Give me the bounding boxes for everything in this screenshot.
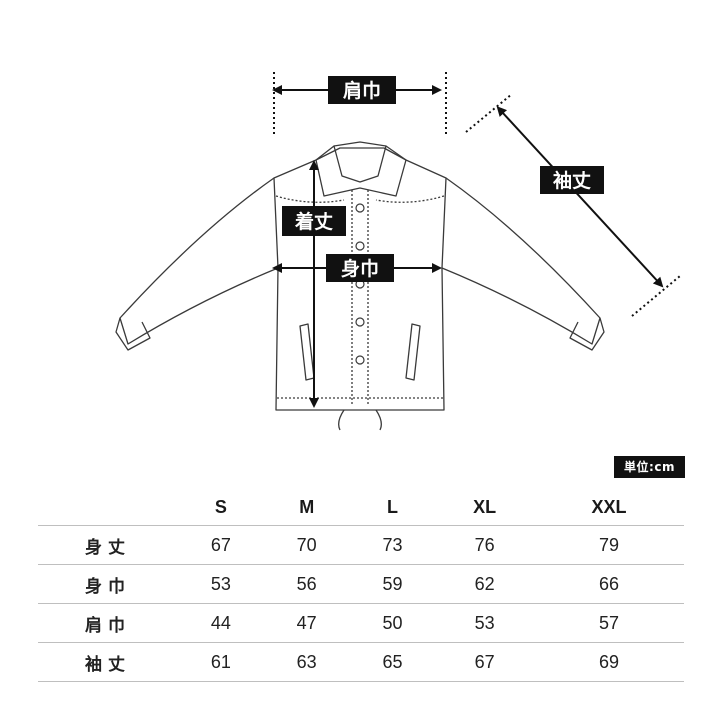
table-cell: 50 [349,603,436,643]
button [355,203,365,213]
pocket-left [299,323,315,381]
size-header: S [178,489,264,526]
table-cell: 47 [263,603,350,643]
label-box [282,206,346,236]
row-label: 身丈 [38,525,178,565]
label-box [328,76,396,104]
right-sleeve [441,177,601,345]
table-cell: 69 [533,642,684,682]
row-label: 袖丈 [38,642,178,682]
table-cell: 53 [435,603,534,643]
table-cell: 53 [178,564,264,604]
body-length-measure: 着丈 [282,160,346,408]
yoke-stitch-left [275,195,345,203]
table-cell: 63 [263,642,350,682]
table-cell: 62 [435,564,534,604]
body-width-measure: 身巾 [272,254,442,282]
shoulder-width-label: 肩巾 [343,79,381,102]
table-cell: 76 [435,525,534,565]
header-corner [38,489,178,526]
row-label: 身巾 [38,564,178,604]
size-header: XXL [533,489,684,526]
table-cell: 59 [349,564,436,604]
buttons [355,203,365,365]
table-row: 肩巾 44 47 50 53 57 [38,603,684,643]
left-sleeve [119,177,279,345]
table-cell: 61 [178,642,264,682]
sleeve-arrow [496,106,664,288]
table-cell: 65 [349,642,436,682]
label-box [326,254,394,282]
left-cuff [115,317,151,351]
collar-top [333,141,387,147]
table-cell: 44 [178,603,264,643]
yoke-stitch-right [375,195,445,203]
body-length-label: 着丈 [295,210,333,233]
button [355,355,365,365]
jacket-measurement-diagram: 肩巾 袖丈 着丈 身巾 [115,72,681,431]
table-cell: 57 [533,603,684,643]
table-cell: 66 [533,564,684,604]
sleeve-length-measure: 袖丈 [465,93,681,317]
table-cell: 67 [178,525,264,565]
table-cell: 70 [263,525,350,565]
size-table: S M L XL XXL 身丈 67 70 73 76 79 身巾 53 56 … [38,489,684,682]
table-row: 身巾 53 56 59 62 66 [38,564,684,604]
row-label: 肩巾 [38,603,178,643]
sleeve-length-label: 袖丈 [553,169,591,192]
body-width-label: 身巾 [341,257,379,280]
placket-stitch [351,190,369,404]
button [355,241,365,251]
shoulder-width-measure: 肩巾 [272,72,447,134]
table-row: 袖丈 61 63 65 67 69 [38,642,684,682]
button [355,317,365,327]
guide-line [465,93,513,133]
size-header: L [349,489,436,526]
size-header: XL [435,489,534,526]
drawcord [338,409,382,431]
table-cell: 73 [349,525,436,565]
table-cell: 67 [435,642,534,682]
label-box [540,166,604,194]
pocket-right [405,323,421,381]
jacket-outline [115,141,605,431]
size-header-row: S M L XL XXL [38,489,684,526]
right-cuff [569,317,605,351]
table-cell: 79 [533,525,684,565]
unit-badge: 単位:cm [614,456,685,478]
table-cell: 56 [263,564,350,604]
table-row: 身丈 67 70 73 76 79 [38,525,684,565]
guide-line [631,275,681,317]
size-header: M [263,489,350,526]
